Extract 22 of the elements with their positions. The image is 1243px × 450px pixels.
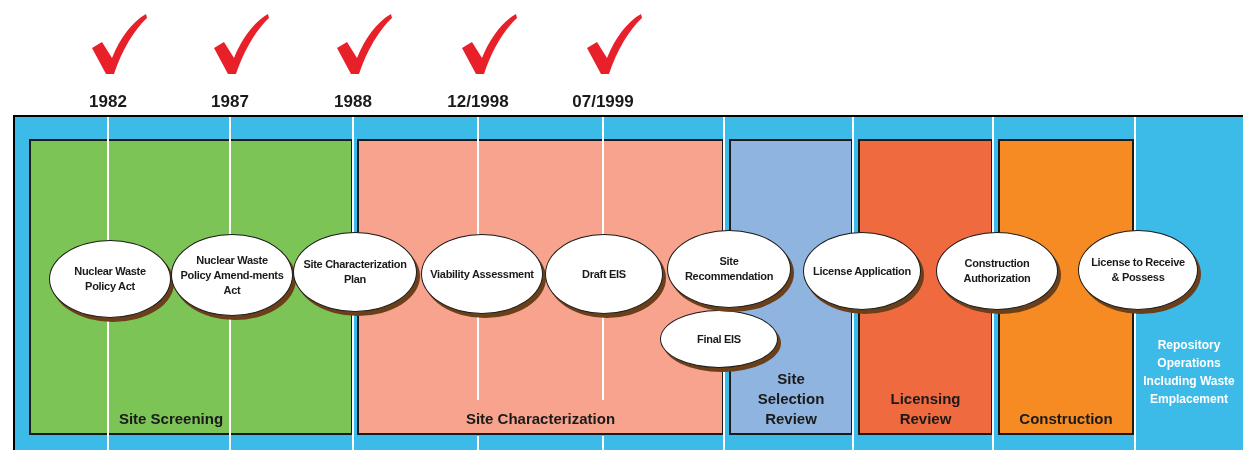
phase-title: Construction [1019,409,1113,429]
milestone-label: Nuclear Waste Policy Amend-ments Act [180,252,284,298]
date-label: 12/1998 [446,92,510,112]
phase-title: Repository Operations Including Waste Emplacement [1143,337,1235,408]
milestone-label: Draft EIS [582,266,626,282]
milestone-label: License Application [813,263,911,279]
phase-title: Licensing Review [889,389,962,429]
phase-title: Site Characterization [465,409,616,429]
date-label: 1988 [333,92,373,112]
date-label: 1987 [210,92,250,112]
phase-title: Site Selection Review [756,369,826,429]
milestone-label: Final EIS [697,331,741,347]
timeline-band [13,115,1243,450]
milestone-label: License to Receive & Possess [1090,255,1186,285]
milestone-label: Nuclear Waste Policy Act [73,264,147,294]
milestone-label: Construction Authorization [962,256,1032,286]
date-label: 1982 [88,92,128,112]
milestone-label: Site Recommendation [683,254,775,284]
date-label: 07/1999 [571,92,635,112]
phase-title: Site Screening [118,409,224,429]
milestone-label: Viability Assessment [430,266,534,282]
milestone-label: Site Characterization Plan [302,257,408,287]
